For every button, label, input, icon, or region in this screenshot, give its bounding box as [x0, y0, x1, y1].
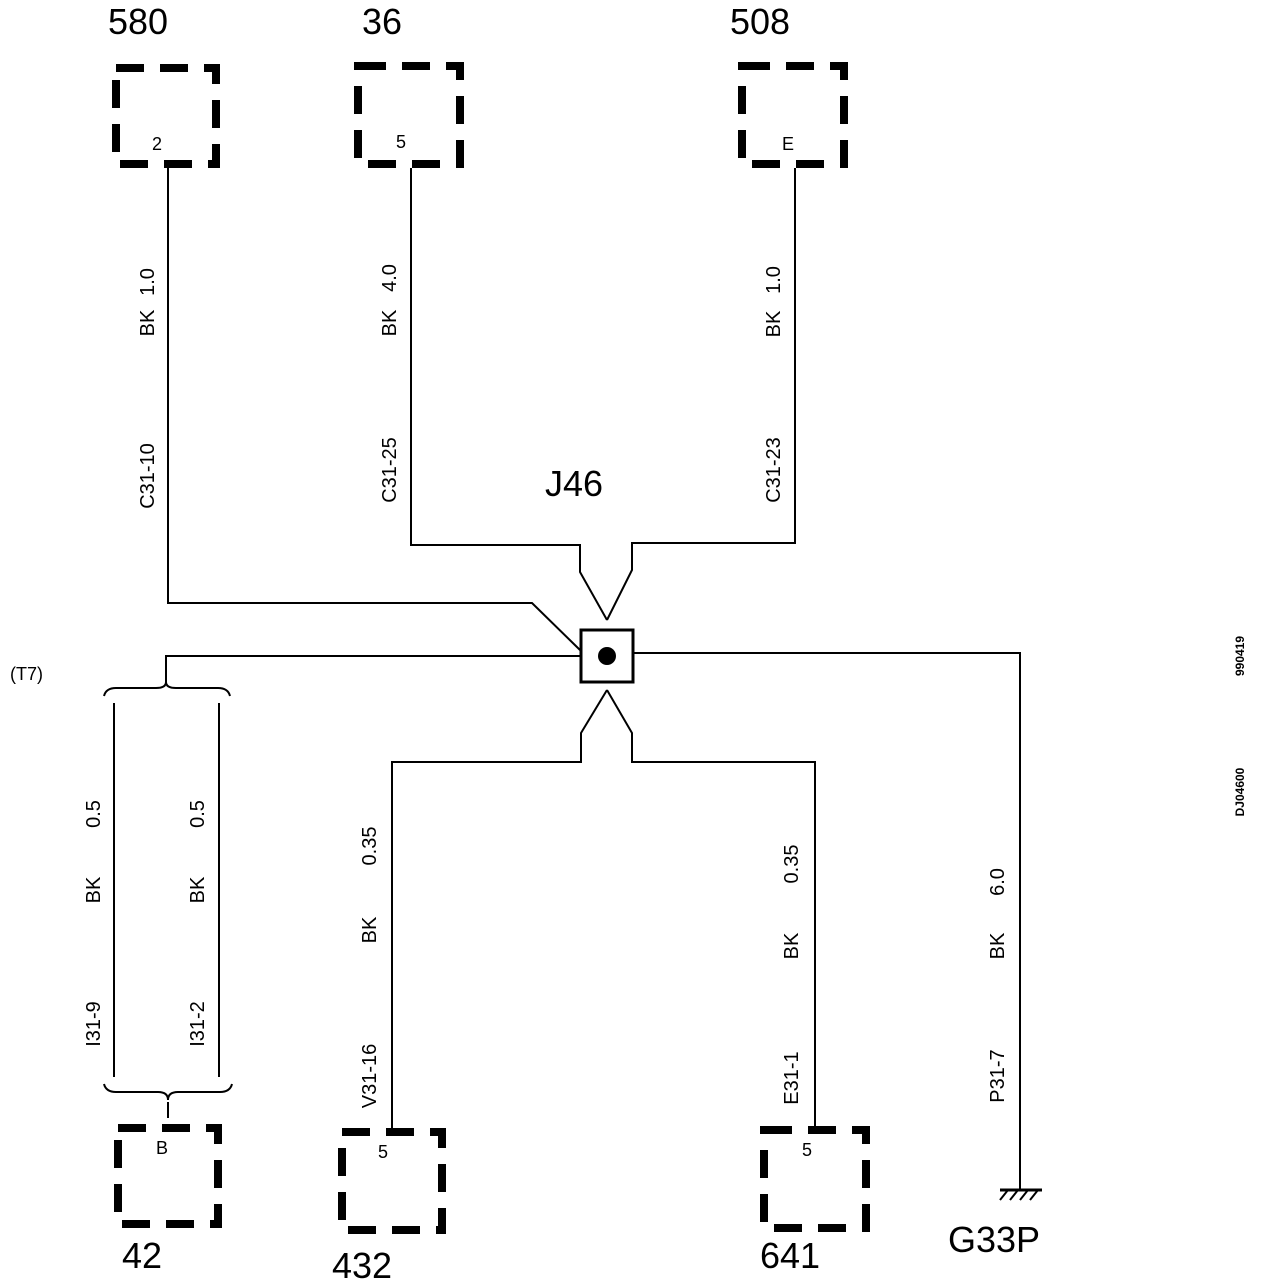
reference-label: (T7) [10, 664, 43, 684]
svg-text:1.0: 1.0 [763, 266, 785, 294]
wire-432-color: BK [359, 916, 381, 943]
svg-text:BK: BK [359, 916, 381, 943]
junction-dot [598, 647, 616, 665]
svg-text:DJ04600: DJ04600 [1233, 767, 1247, 816]
wire-580-size: 1.0 [137, 268, 159, 296]
wire-641-connector: E31-1 [781, 1051, 803, 1104]
wire-641 [606, 689, 816, 1130]
component-432: 432 5 [332, 1128, 446, 1286]
wire-432-size: 0.35 [359, 827, 381, 866]
svg-text:V31-16: V31-16 [359, 1044, 381, 1109]
svg-text:I31-2: I31-2 [187, 1001, 209, 1047]
component-42-pin: B [156, 1138, 168, 1158]
component-580: 580 2 [108, 1, 220, 168]
svg-text:BK: BK [987, 932, 1009, 959]
svg-text:0.5: 0.5 [187, 800, 209, 828]
wire-42-feed [165, 655, 581, 683]
svg-text:C31-25: C31-25 [379, 437, 401, 503]
wire-508-connector: C31-23 [763, 437, 785, 503]
wire-36-color: BK [379, 309, 401, 336]
wire-ground-connector: P31-7 [987, 1049, 1009, 1102]
wire-ground-size: 6.0 [987, 868, 1009, 896]
svg-text:1.0: 1.0 [137, 268, 159, 296]
component-42-number: 42 [122, 1235, 162, 1276]
svg-text:0.35: 0.35 [781, 845, 803, 884]
wire-580-color: BK [137, 309, 159, 336]
component-508-box [738, 62, 848, 168]
wire-ground-color: BK [987, 932, 1009, 959]
wire-36-connector: C31-25 [379, 437, 401, 503]
wire-ground [633, 652, 1021, 1190]
wire-36-size: 4.0 [379, 264, 401, 292]
component-508-number: 508 [730, 1, 790, 42]
svg-text:BK: BK [379, 309, 401, 336]
svg-text:4.0: 4.0 [379, 264, 401, 292]
svg-text:BK: BK [187, 876, 209, 903]
svg-text:BK: BK [83, 876, 105, 903]
component-641-pin: 5 [802, 1140, 812, 1160]
wire-508-size: 1.0 [763, 266, 785, 294]
svg-text:I31-9: I31-9 [83, 1001, 105, 1047]
component-580-pin: 2 [152, 134, 162, 154]
svg-text:P31-7: P31-7 [987, 1049, 1009, 1102]
component-432-pin: 5 [378, 1142, 388, 1162]
component-42: 42 B [114, 1124, 222, 1276]
wire-42a-color: BK [83, 876, 105, 903]
wire-36 [410, 168, 608, 621]
svg-text:0.5: 0.5 [83, 800, 105, 828]
splice-brace-top [103, 681, 231, 697]
splice-brace-bottom [103, 1083, 233, 1118]
wire-42b-connector: I31-2 [187, 1001, 209, 1047]
ground-label: G33P [948, 1219, 1040, 1260]
component-36-number: 36 [362, 1, 402, 42]
svg-text:BK: BK [763, 310, 785, 337]
component-508-pin: E [782, 134, 794, 154]
svg-text:C31-10: C31-10 [137, 443, 159, 509]
wire-42a-connector: I31-9 [83, 1001, 105, 1047]
wire-580 [167, 168, 581, 651]
svg-text:0.35: 0.35 [359, 827, 381, 866]
svg-text:E31-1: E31-1 [781, 1051, 803, 1104]
component-641: 641 5 [760, 1126, 870, 1276]
ground-g33p: G33P [948, 1188, 1042, 1260]
side-code-bottom: DJ04600 [1233, 767, 1247, 816]
component-432-number: 432 [332, 1245, 392, 1286]
wire-42b-size: 0.5 [187, 800, 209, 828]
component-508: 508 E [730, 1, 848, 168]
component-641-box [760, 1126, 870, 1232]
svg-text:BK: BK [781, 932, 803, 959]
component-580-box [112, 64, 220, 168]
wire-508-color: BK [763, 310, 785, 337]
wire-580-connector: C31-10 [137, 443, 159, 509]
wire-42b-color: BK [187, 876, 209, 903]
wire-508 [606, 168, 796, 621]
component-641-number: 641 [760, 1235, 820, 1276]
wire-432-connector: V31-16 [359, 1044, 381, 1109]
component-432-box [338, 1128, 446, 1234]
component-36-pin: 5 [396, 132, 406, 152]
side-code-top: 990419 [1233, 636, 1247, 676]
junction-j46: J46 [545, 463, 635, 684]
component-36-box [354, 62, 464, 168]
wire-641-color: BK [781, 932, 803, 959]
component-42-box [114, 1124, 222, 1228]
junction-label: J46 [545, 463, 603, 504]
wire-432 [391, 689, 608, 1132]
wire-641-size: 0.35 [781, 845, 803, 884]
svg-text:C31-23: C31-23 [763, 437, 785, 503]
svg-text:6.0: 6.0 [987, 868, 1009, 896]
svg-text:BK: BK [137, 309, 159, 336]
svg-text:990419: 990419 [1233, 636, 1247, 676]
wire-42a-size: 0.5 [83, 800, 105, 828]
component-36: 36 5 [354, 1, 464, 168]
component-580-number: 580 [108, 1, 168, 42]
